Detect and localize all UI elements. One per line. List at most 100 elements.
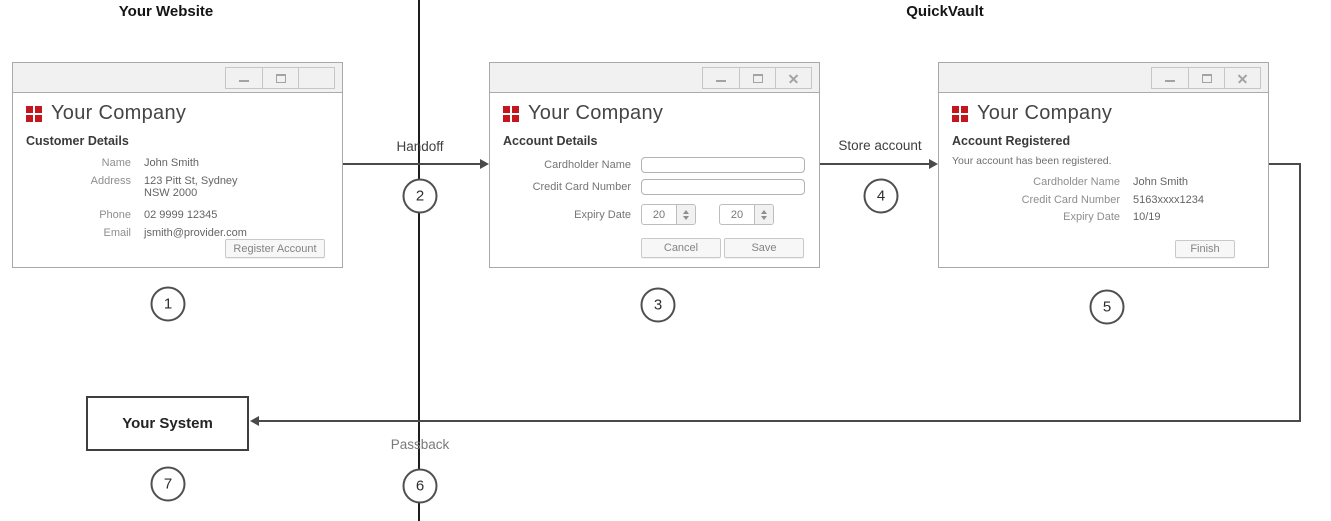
field-label: Credit Card Number	[1021, 193, 1120, 206]
credit-card-number-input[interactable]	[641, 179, 805, 195]
your-system-box: Your System	[86, 396, 249, 451]
step-circle-6: 6	[402, 468, 438, 504]
cardholder-name-input[interactable]	[641, 157, 805, 173]
expiry-month-stepper[interactable]: 20	[641, 204, 696, 225]
minimize-icon	[1165, 80, 1175, 82]
passback-arrowhead-icon	[250, 416, 259, 426]
maximize-icon	[752, 73, 763, 83]
minimize-button[interactable]	[1152, 68, 1188, 88]
field-value: 10/19	[1133, 211, 1161, 224]
lane-separator-line	[418, 0, 420, 521]
handoff-arrow-line	[343, 163, 481, 165]
close-icon	[788, 73, 799, 84]
account-form: Cardholder Name Credit Card Number Expir…	[503, 157, 819, 225]
field-row-email: Email jsmith@provider.com	[26, 227, 342, 240]
confirmation-message: Your account has been registered.	[952, 155, 1112, 167]
field-value: jsmith@provider.com	[144, 226, 247, 239]
spinner-arrows-icon[interactable]	[755, 205, 773, 224]
minimize-button[interactable]	[226, 68, 262, 88]
field-label: Cardholder Name	[1033, 176, 1120, 188]
expiry-year-stepper[interactable]: 20	[719, 204, 774, 225]
customer-fields: Name John Smith Address 123 Pitt St, Syd…	[26, 157, 342, 239]
field-label: Credit Card Number	[532, 181, 631, 193]
close-button[interactable]	[775, 68, 811, 88]
field-row-phone: Phone 02 9999 12345	[26, 209, 342, 222]
lane-label-your-website: Your Website	[118, 3, 214, 20]
section-heading: Account Details	[503, 134, 598, 148]
section-heading: Customer Details	[26, 134, 129, 148]
step-circle-1: 1	[150, 286, 186, 322]
window-controls	[225, 67, 335, 89]
handoff-label: Handoff	[396, 139, 444, 154]
minimize-icon	[716, 80, 726, 82]
window-body: Your Company Account Registered Your acc…	[939, 93, 1268, 267]
company-logo-icon	[952, 105, 968, 122]
window-body: Your Company Account Details Cardholder …	[490, 93, 819, 267]
registered-fields: Cardholder Name John Smith Credit Card N…	[952, 176, 1268, 224]
step-circle-7: 7	[150, 466, 186, 502]
step-circle-5: 5	[1089, 289, 1125, 325]
company-logo-icon	[26, 105, 42, 122]
minimize-button[interactable]	[703, 68, 739, 88]
close-button[interactable]	[1224, 68, 1260, 88]
maximize-button[interactable]	[1188, 68, 1224, 88]
company-name: Your Company	[977, 102, 1113, 124]
field-value: 02 9999 12345	[144, 208, 218, 221]
store-account-label: Store account	[838, 138, 922, 153]
field-value: John Smith	[144, 157, 200, 169]
passback-arrow-line	[257, 420, 1301, 422]
stepper-value: 20	[642, 205, 677, 224]
company-name: Your Company	[51, 102, 187, 124]
step-circle-2: 2	[402, 178, 438, 214]
field-label: Email	[103, 226, 131, 239]
passback-label: Passback	[390, 437, 450, 452]
maximize-button[interactable]	[739, 68, 775, 88]
step-circle-3: 3	[640, 287, 676, 323]
passback-connector-right	[1299, 163, 1301, 422]
company-logo-icon	[503, 105, 519, 122]
close-icon	[1237, 73, 1248, 84]
register-account-button[interactable]: Register Account	[225, 239, 325, 258]
field-label: Expiry Date	[574, 208, 631, 221]
brand-row: Your Company	[26, 102, 342, 125]
brand-row: Your Company	[503, 102, 819, 125]
window-account-registered: Your Company Account Registered Your acc…	[938, 62, 1269, 268]
field-label: Cardholder Name	[544, 159, 631, 171]
spinner-arrows-icon[interactable]	[677, 205, 695, 224]
field-row-expiry: Expiry Date 10/19	[952, 211, 1268, 224]
field-label: Phone	[99, 208, 131, 221]
titlebar	[939, 63, 1268, 93]
window-controls	[1151, 67, 1261, 89]
field-label: Address	[90, 174, 131, 187]
maximize-icon	[1201, 73, 1212, 83]
field-row-name: Name John Smith	[26, 157, 342, 170]
handoff-arrowhead-icon	[480, 159, 489, 169]
address-line-2: NSW 2000	[144, 187, 198, 200]
brand-row: Your Company	[952, 102, 1268, 125]
step-circle-4: 4	[863, 178, 899, 214]
field-value: 5163xxxx1234	[1133, 193, 1204, 206]
cancel-button[interactable]: Cancel	[641, 238, 721, 258]
save-button[interactable]: Save	[724, 238, 804, 258]
window-account-details: Your Company Account Details Cardholder …	[489, 62, 820, 268]
field-row-ccnum: Credit Card Number 5163xxxx1234	[952, 194, 1268, 207]
window-body: Your Company Customer Details Name John …	[13, 93, 342, 267]
store-account-arrowhead-icon	[929, 159, 938, 169]
field-label: Name	[101, 157, 131, 169]
minimize-icon	[239, 80, 249, 82]
empty-button[interactable]	[298, 68, 334, 88]
field-label: Expiry Date	[1063, 211, 1120, 224]
maximize-button[interactable]	[262, 68, 298, 88]
section-heading: Account Registered	[952, 134, 1071, 148]
maximize-icon	[275, 73, 286, 83]
field-row-cardholder: Cardholder Name John Smith	[952, 176, 1268, 189]
window-controls	[702, 67, 812, 89]
field-value: 123 Pitt St, Sydney NSW 2000	[144, 175, 238, 200]
titlebar	[490, 63, 819, 93]
form-row-ccnum: Credit Card Number	[503, 179, 819, 195]
finish-button[interactable]: Finish	[1175, 240, 1235, 258]
form-row-expiry: Expiry Date 20 20	[503, 204, 819, 225]
form-row-cardholder: Cardholder Name	[503, 157, 819, 173]
titlebar	[13, 63, 342, 93]
